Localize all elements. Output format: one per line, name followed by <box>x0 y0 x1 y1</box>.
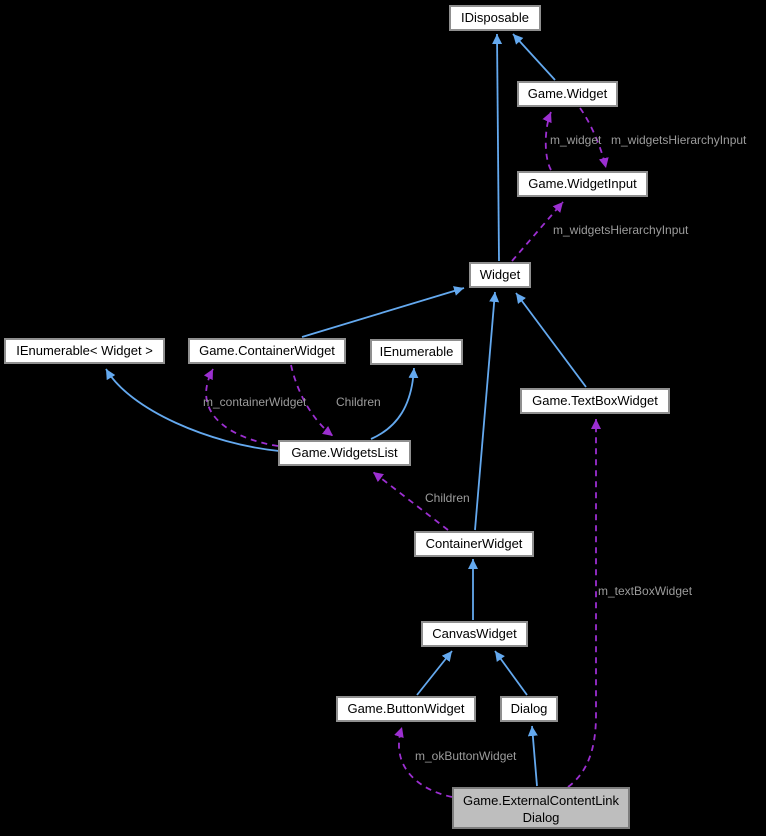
inheritance-edge-gamecontainer-widget <box>301 286 465 338</box>
inheritance-edge-widgetslist-ienumwidget <box>105 368 280 452</box>
edge-label-m-widgetshierarchyinput-top: m_widgetsHierarchyInput <box>611 133 747 147</box>
inheritance-edge-dialog-canvas <box>494 650 528 696</box>
node-game-textboxwidget[interactable]: Game.TextBoxWidget <box>520 388 670 414</box>
usage-edge-mwidget <box>542 111 552 171</box>
node-containerwidget[interactable]: ContainerWidget <box>414 531 534 557</box>
node-game-containerwidget[interactable]: Game.ContainerWidget <box>188 338 346 364</box>
inheritance-edge-container-widget <box>474 291 500 531</box>
node-widget[interactable]: Widget <box>469 262 531 288</box>
inheritance-edge-widget-idisposable <box>492 33 503 262</box>
inheritance-edge-widgetslist-ienumerable <box>370 367 419 440</box>
edge-label-m-containerwidget: m_containerWidget <box>203 395 307 409</box>
usage-edge-mwidgetshierarchyinput-mid <box>511 201 564 262</box>
edge-label-m-textboxwidget: m_textBoxWidget <box>598 584 693 598</box>
inheritance-edge-button-canvas <box>416 650 453 696</box>
edge-label-m-widget: m_widget <box>550 133 602 147</box>
node-ienumerable[interactable]: IEnumerable <box>370 339 463 365</box>
edge-label-m-widgetshierarchyinput-mid: m_widgetsHierarchyInput <box>553 223 689 237</box>
usage-edge-mokbuttonwidget <box>394 726 453 798</box>
edge-label-m-okbuttonwidget: m_okButtonWidget <box>415 749 517 763</box>
node-game-widget[interactable]: Game.Widget <box>517 81 618 107</box>
node-dialog[interactable]: Dialog <box>500 696 558 722</box>
edge-label-children-upper: Children <box>336 395 381 409</box>
usage-edge-mtextboxwidget <box>567 419 601 788</box>
usage-edge-mwidgetshierarchyinput-top <box>579 107 609 169</box>
inheritance-edge-extdialog-dialog <box>527 725 538 787</box>
node-ienumerable-widget[interactable]: IEnumerable< Widget > <box>4 338 165 364</box>
node-canvaswidget[interactable]: CanvasWidget <box>421 621 528 647</box>
node-game-widgetslist[interactable]: Game.WidgetsList <box>278 440 411 466</box>
inheritance-edge-textbox-widget <box>515 292 587 388</box>
node-game-buttonwidget[interactable]: Game.ButtonWidget <box>336 696 476 722</box>
inheritance-edge-gamewidget-idisposable <box>512 33 556 81</box>
node-game-widgetinput[interactable]: Game.WidgetInput <box>517 171 648 197</box>
usage-edge-children-lower <box>372 471 449 531</box>
node-idisposable[interactable]: IDisposable <box>449 5 541 31</box>
edge-label-children-lower: Children <box>425 491 470 505</box>
node-game-externalcontentlinkdialog: Game.ExternalContentLink Dialog <box>452 787 630 829</box>
